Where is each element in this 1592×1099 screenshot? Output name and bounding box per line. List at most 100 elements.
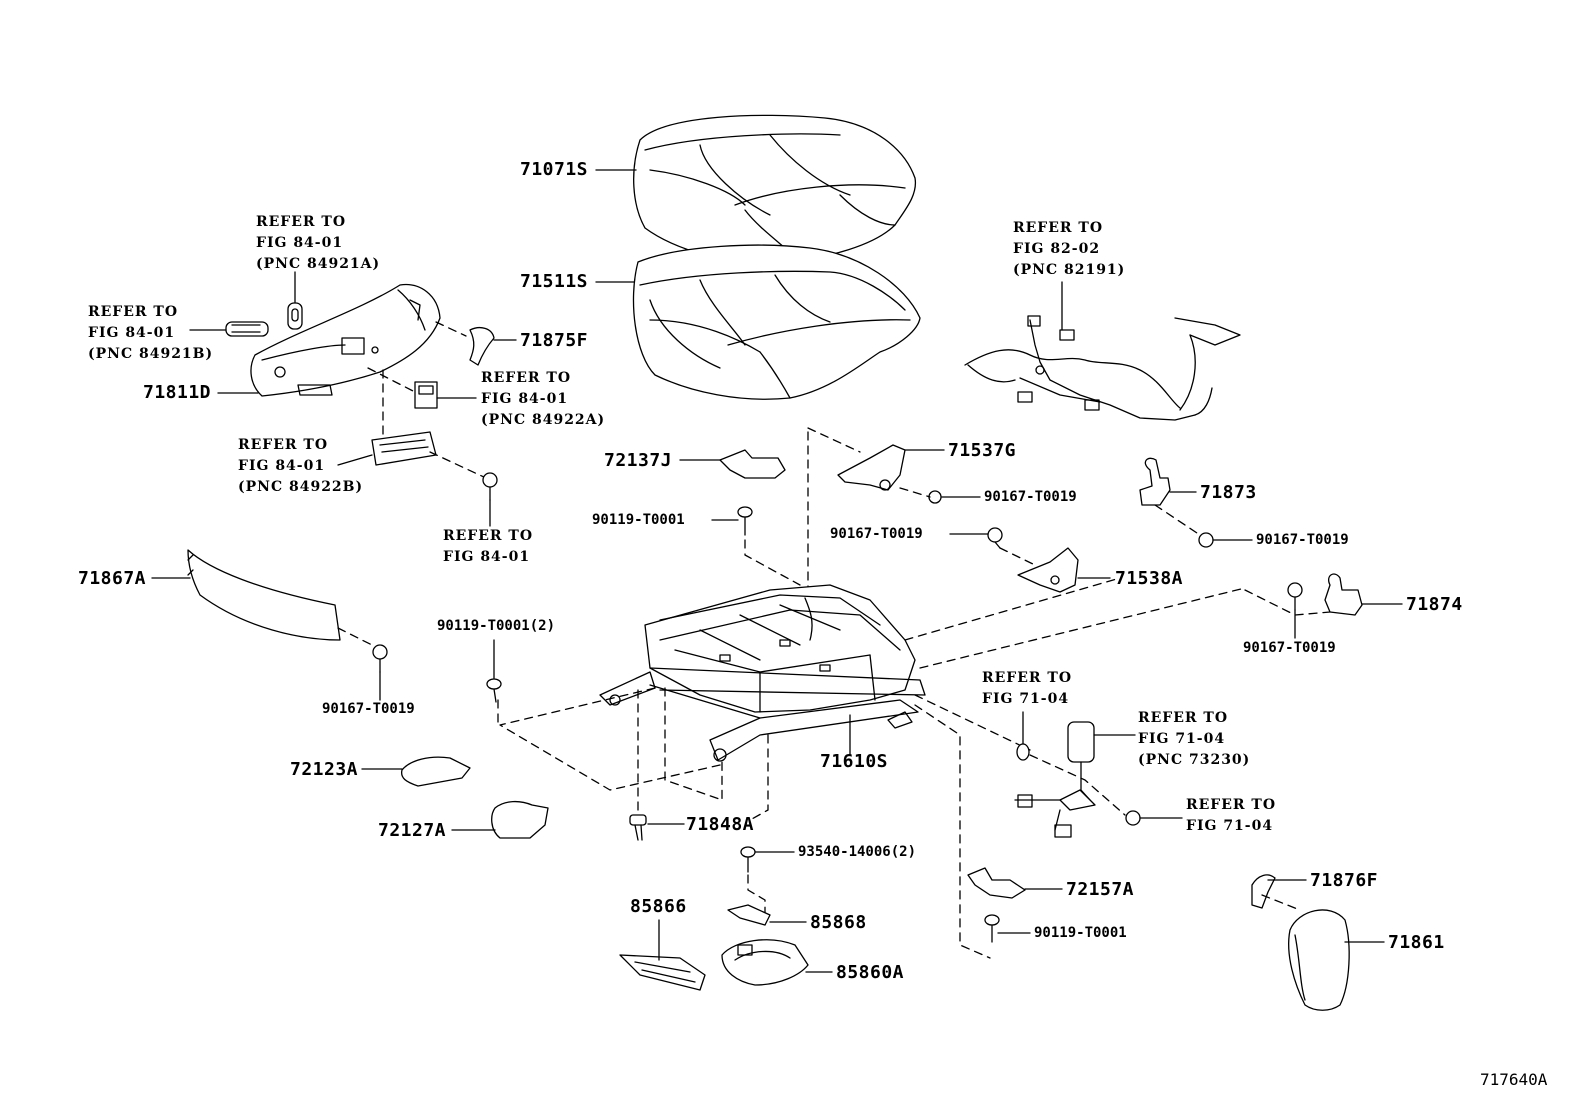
dash-71875F bbox=[435, 321, 467, 337]
label-90119-T0001-a[interactable]: 90119-T0001 bbox=[592, 512, 685, 528]
cover-72123A[interactable] bbox=[400, 756, 471, 787]
dash-adj-71538A bbox=[904, 577, 1121, 641]
ref-fig-71-04-nut[interactable]: REFER TO FIG 71-04 bbox=[982, 668, 1072, 710]
ref-line: REFER TO bbox=[88, 304, 179, 320]
bolt-90119-a[interactable] bbox=[737, 506, 753, 536]
cover-71861[interactable] bbox=[1288, 909, 1350, 1011]
ref-fig-71-04-73230[interactable]: REFER TO FIG 71-04 (PNC 73230) bbox=[1138, 708, 1250, 771]
seatbelt-buckle-73230[interactable] bbox=[1014, 721, 1096, 838]
label-71867A[interactable]: 71867A bbox=[78, 568, 147, 589]
hook-71873[interactable] bbox=[1139, 457, 1171, 506]
cover-72127A[interactable] bbox=[491, 800, 549, 839]
bolt-90167-c[interactable] bbox=[987, 527, 1003, 549]
sensor-85860A[interactable] bbox=[721, 939, 809, 986]
ref-fig-82-02-82191[interactable]: REFER TO FIG 82-02 (PNC 82191) bbox=[1013, 218, 1125, 281]
pad-85866[interactable] bbox=[619, 954, 706, 991]
label-71610S[interactable]: 71610S bbox=[820, 751, 889, 772]
dash-buckle bbox=[1029, 754, 1126, 816]
seat-adjuster-71610S[interactable] bbox=[599, 584, 926, 762]
ref-line: REFER TO bbox=[481, 370, 572, 386]
bolt-ref5[interactable] bbox=[482, 472, 498, 501]
seat-cushion-pad-71511S[interactable] bbox=[632, 244, 921, 400]
bracket-71538A[interactable] bbox=[1017, 547, 1079, 593]
label-85866[interactable]: 85866 bbox=[630, 896, 687, 917]
trim-71875F[interactable] bbox=[469, 327, 495, 366]
ref-line: REFER TO bbox=[1186, 797, 1277, 813]
label-85860A[interactable]: 85860A bbox=[836, 962, 905, 983]
label-71873[interactable]: 71873 bbox=[1200, 482, 1257, 503]
ref-line: REFER TO bbox=[443, 528, 534, 544]
dash-71876F bbox=[1261, 894, 1301, 911]
ref-line: FIG 82-02 bbox=[1013, 241, 1101, 257]
ref-fig-84-01-84922B[interactable]: REFER TO FIG 84-01 (PNC 84922B) bbox=[238, 435, 363, 498]
dash-adj-71874 bbox=[919, 587, 1246, 669]
ref-line: FIG 71-04 bbox=[1186, 818, 1274, 834]
label-93540-14006-2[interactable]: 93540-14006(2) bbox=[798, 844, 917, 860]
label-90167-T0019-c[interactable]: 90167-T0019 bbox=[1256, 532, 1349, 548]
switch-knob-84921A[interactable] bbox=[287, 302, 303, 330]
label-71071S[interactable]: 71071S bbox=[520, 159, 589, 180]
label-90167-T0019-d[interactable]: 90167-T0019 bbox=[1243, 640, 1336, 656]
bolt-90167-a[interactable] bbox=[928, 490, 942, 504]
cover-71876F[interactable] bbox=[1251, 874, 1276, 909]
label-90167-T0019-a[interactable]: 90167-T0019 bbox=[984, 489, 1077, 505]
ref-fig-84-01-bolt[interactable]: REFER TO FIG 84-01 bbox=[443, 526, 533, 568]
label-71511S[interactable]: 71511S bbox=[520, 271, 589, 292]
switch-84922B[interactable] bbox=[371, 431, 437, 466]
dash-90167-b bbox=[1154, 504, 1201, 536]
ref-fig-84-01-84922A[interactable]: REFER TO FIG 84-01 (PNC 84922A) bbox=[481, 368, 605, 431]
bolt-90167-d[interactable] bbox=[1287, 582, 1303, 611]
bolt-90119-b[interactable] bbox=[984, 914, 1000, 943]
dash-adj-ref7 bbox=[914, 694, 1031, 751]
label-72127A[interactable]: 72127A bbox=[378, 820, 447, 841]
bracket-85868[interactable] bbox=[727, 904, 771, 926]
ref-line: (PNC 84921B) bbox=[88, 346, 214, 362]
label-71811D[interactable]: 71811D bbox=[143, 382, 212, 403]
clip-71848A[interactable] bbox=[629, 814, 647, 841]
wire-harness-82191[interactable] bbox=[964, 315, 1241, 421]
bolt-90167-e[interactable] bbox=[372, 644, 388, 673]
label-72157A[interactable]: 72157A bbox=[1066, 879, 1135, 900]
switch-knob-84921B[interactable] bbox=[225, 321, 269, 337]
bolt-90119-2[interactable] bbox=[486, 678, 502, 703]
bracket-71537G[interactable] bbox=[837, 444, 906, 491]
dash-90119-a bbox=[744, 539, 801, 586]
ref-line: REFER TO bbox=[1138, 710, 1229, 726]
ref-line: FIG 84-01 bbox=[238, 458, 326, 474]
label-90167-T0019-b[interactable]: 90167-T0019 bbox=[830, 526, 923, 542]
label-71537G[interactable]: 71537G bbox=[948, 440, 1017, 461]
nut-ref9[interactable] bbox=[1125, 810, 1141, 826]
dash-71537G bbox=[807, 427, 861, 453]
nut-ref7[interactable] bbox=[1016, 743, 1030, 761]
bracket-72157A[interactable] bbox=[967, 867, 1026, 899]
ref-line: REFER TO bbox=[238, 437, 329, 453]
leader-ref4 bbox=[337, 454, 373, 466]
side-cover-71867A[interactable] bbox=[187, 549, 341, 641]
side-shield-71811D[interactable] bbox=[250, 283, 441, 397]
label-71861[interactable]: 71861 bbox=[1388, 932, 1445, 953]
bracket-72137J[interactable] bbox=[719, 449, 786, 479]
label-71848A[interactable]: 71848A bbox=[686, 814, 755, 835]
label-72137J[interactable]: 72137J bbox=[604, 450, 673, 471]
label-71538A[interactable]: 71538A bbox=[1115, 568, 1184, 589]
label-90167-T0019-e[interactable]: 90167-T0019 bbox=[322, 701, 415, 717]
hook-71874[interactable] bbox=[1324, 573, 1363, 616]
label-90119-T0001-2[interactable]: 90119-T0001(2) bbox=[437, 618, 556, 634]
seat-cushion-cover-71071S[interactable] bbox=[633, 114, 917, 265]
ref-line: FIG 71-04 bbox=[982, 691, 1070, 707]
ref-line: (PNC 73230) bbox=[1138, 752, 1251, 768]
ref-fig-84-01-84921A[interactable]: REFER TO FIG 84-01 (PNC 84921A) bbox=[256, 212, 380, 275]
bolt-93540[interactable] bbox=[740, 846, 756, 873]
ref-fig-71-04-bolt[interactable]: REFER TO FIG 71-04 bbox=[1186, 795, 1276, 837]
label-71876F[interactable]: 71876F bbox=[1310, 870, 1379, 891]
label-71874[interactable]: 71874 bbox=[1406, 594, 1463, 615]
bolt-90167-b[interactable] bbox=[1198, 532, 1214, 548]
label-90119-T0001-b[interactable]: 90119-T0001 bbox=[1034, 925, 1127, 941]
label-85868[interactable]: 85868 bbox=[810, 912, 867, 933]
ref-line: REFER TO bbox=[256, 214, 347, 230]
switch-84922A[interactable] bbox=[414, 381, 438, 409]
label-71875F[interactable]: 71875F bbox=[520, 330, 589, 351]
dash-adj-93540 bbox=[749, 734, 769, 821]
ref-fig-84-01-84921B[interactable]: REFER TO FIG 84-01 (PNC 84921B) bbox=[88, 302, 213, 365]
label-72123A[interactable]: 72123A bbox=[290, 759, 359, 780]
